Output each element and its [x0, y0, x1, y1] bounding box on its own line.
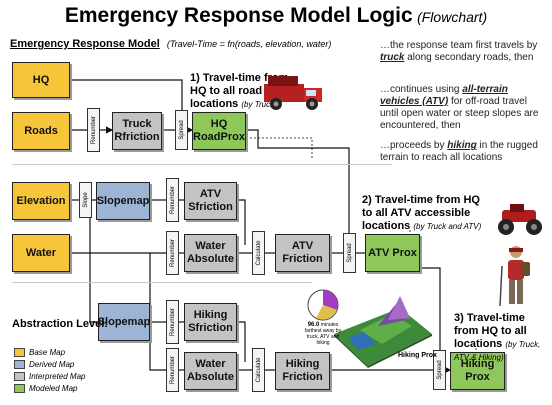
box-atv-prox: ATV Prox — [365, 234, 420, 272]
legend-item-modeled: Modeled Map — [14, 384, 77, 393]
op-renumber-2: Renumber — [166, 178, 179, 222]
minutes-text: minutes farthest away by truck, ATV and … — [304, 322, 342, 346]
op-renumber-5: Renumber — [166, 348, 179, 392]
legend-item-derived: Derived Map — [14, 360, 74, 369]
box-elevation: Elevation — [12, 182, 70, 220]
connector-roadprox-to-spread2 — [246, 129, 350, 240]
story-paragraph-3: …proceeds by hiking in the rugged terrai… — [380, 140, 538, 163]
story-paragraph-1: …the response team first travels by truc… — [380, 40, 538, 63]
hiker-illustration — [499, 246, 530, 307]
truck-illustration — [264, 76, 322, 110]
minutes-value: 96.0 — [307, 322, 320, 328]
legend-label-base: Base Map — [29, 348, 66, 357]
model-subheader: Emergency Response Model (Travel-Time = … — [10, 38, 331, 50]
legend-label-derived: Derived Map — [29, 360, 75, 369]
op-spread-2: Spread — [343, 233, 356, 273]
box-water: Water — [12, 234, 70, 272]
note-3-main: 3) Travel-time from HQ to all locations — [454, 312, 527, 350]
note-1-main: 1) Travel-time from HQ to all road locat… — [190, 72, 289, 110]
legend-swatch-modeled — [14, 384, 25, 393]
box-slopemap-1: Slopemap — [96, 182, 150, 220]
connector-water-branch — [149, 253, 166, 371]
note-2: 2) Travel-time from HQ to all ATV access… — [362, 194, 487, 233]
box-hiking-prox: Hiking Prox — [450, 352, 505, 390]
legend-label-modeled: Modeled Map — [29, 384, 78, 393]
box-hiking-sfriction: Hiking Sfriction — [184, 303, 237, 341]
atv-illustration — [498, 204, 542, 235]
box-slopemap-2: Slopemap — [98, 303, 150, 341]
op-calculate-2: Calculate — [252, 348, 265, 392]
legend-title: Abstraction Level: — [12, 318, 108, 330]
model-equation: (Travel-Time = fn(roads, elevation, wate… — [166, 39, 332, 49]
op-renumber-1: Renumber — [87, 108, 100, 152]
legend-label-interpreted: Interpreted Map — [29, 372, 86, 381]
pie-inset-illustration — [307, 289, 339, 321]
note-1: 1) Travel-time from HQ to all road locat… — [190, 72, 300, 111]
story-paragraph-2: …continues using all-terrain vehicles (A… — [380, 84, 539, 131]
page-title: Emergency Response Model Logic (Flowchar… — [0, 4, 552, 28]
connector-elevation-branch — [89, 200, 98, 323]
op-calculate-1: Calculate — [252, 231, 265, 275]
terrain-map-illustration — [334, 296, 432, 368]
story-hiking: hiking — [447, 140, 477, 151]
map-hiking-prox-label: Hiking Prox — [398, 352, 437, 359]
box-truck-friction: Truck Rfriction — [112, 112, 162, 150]
legend-swatch-interpreted — [14, 372, 25, 381]
leader-note1 — [246, 137, 313, 160]
note-3: 3) Travel-time from HQ to all locations … — [454, 312, 550, 364]
box-atv-friction: ATV Friction — [275, 234, 330, 272]
box-hq: HQ — [12, 62, 70, 98]
title-text: Emergency Response Model Logic — [64, 4, 413, 27]
legend-swatch-base — [14, 348, 25, 357]
story-atv: all-terrain vehicles (ATV) — [380, 84, 508, 107]
legend-item-interpreted: Interpreted Map — [14, 372, 85, 381]
op-slope: Slope — [79, 182, 92, 218]
box-water-absolute-2: Water Absolute — [184, 352, 237, 390]
divider-2 — [12, 282, 312, 283]
connector-hikingsfriction-down — [237, 321, 246, 362]
note-2-sub: (by Truck and ATV) — [413, 222, 482, 231]
op-spread-3: Spread — [433, 350, 446, 390]
note-3-sub: (by Truck, ATV & Hiking) — [454, 340, 541, 362]
box-hiking-friction: Hiking Friction — [275, 352, 330, 390]
connector-atvsfriction-down — [237, 199, 246, 245]
note-1-sub: (by Truck) — [241, 100, 277, 109]
story-truck: truck — [380, 52, 405, 63]
model-label: Emergency Response Model — [10, 38, 160, 50]
minutes-caption: 96.0 minutes farthest away by truck, ATV… — [303, 322, 343, 346]
op-spread-1: Spread — [175, 110, 188, 150]
title-note: (Flowchart) — [417, 9, 488, 25]
box-roads: Roads — [12, 112, 70, 150]
note-2-main: 2) Travel-time from HQ to all ATV access… — [362, 194, 480, 232]
op-renumber-4: Renumber — [166, 300, 179, 344]
legend-swatch-derived — [14, 360, 25, 369]
op-renumber-3: Renumber — [166, 231, 179, 275]
box-atv-sfriction: ATV Sfriction — [184, 182, 237, 220]
divider-1 — [12, 164, 392, 165]
legend-item-base: Base Map — [14, 348, 65, 357]
box-water-absolute-1: Water Absolute — [184, 234, 237, 272]
box-hq-roadprox: HQ RoadProx — [192, 112, 246, 150]
